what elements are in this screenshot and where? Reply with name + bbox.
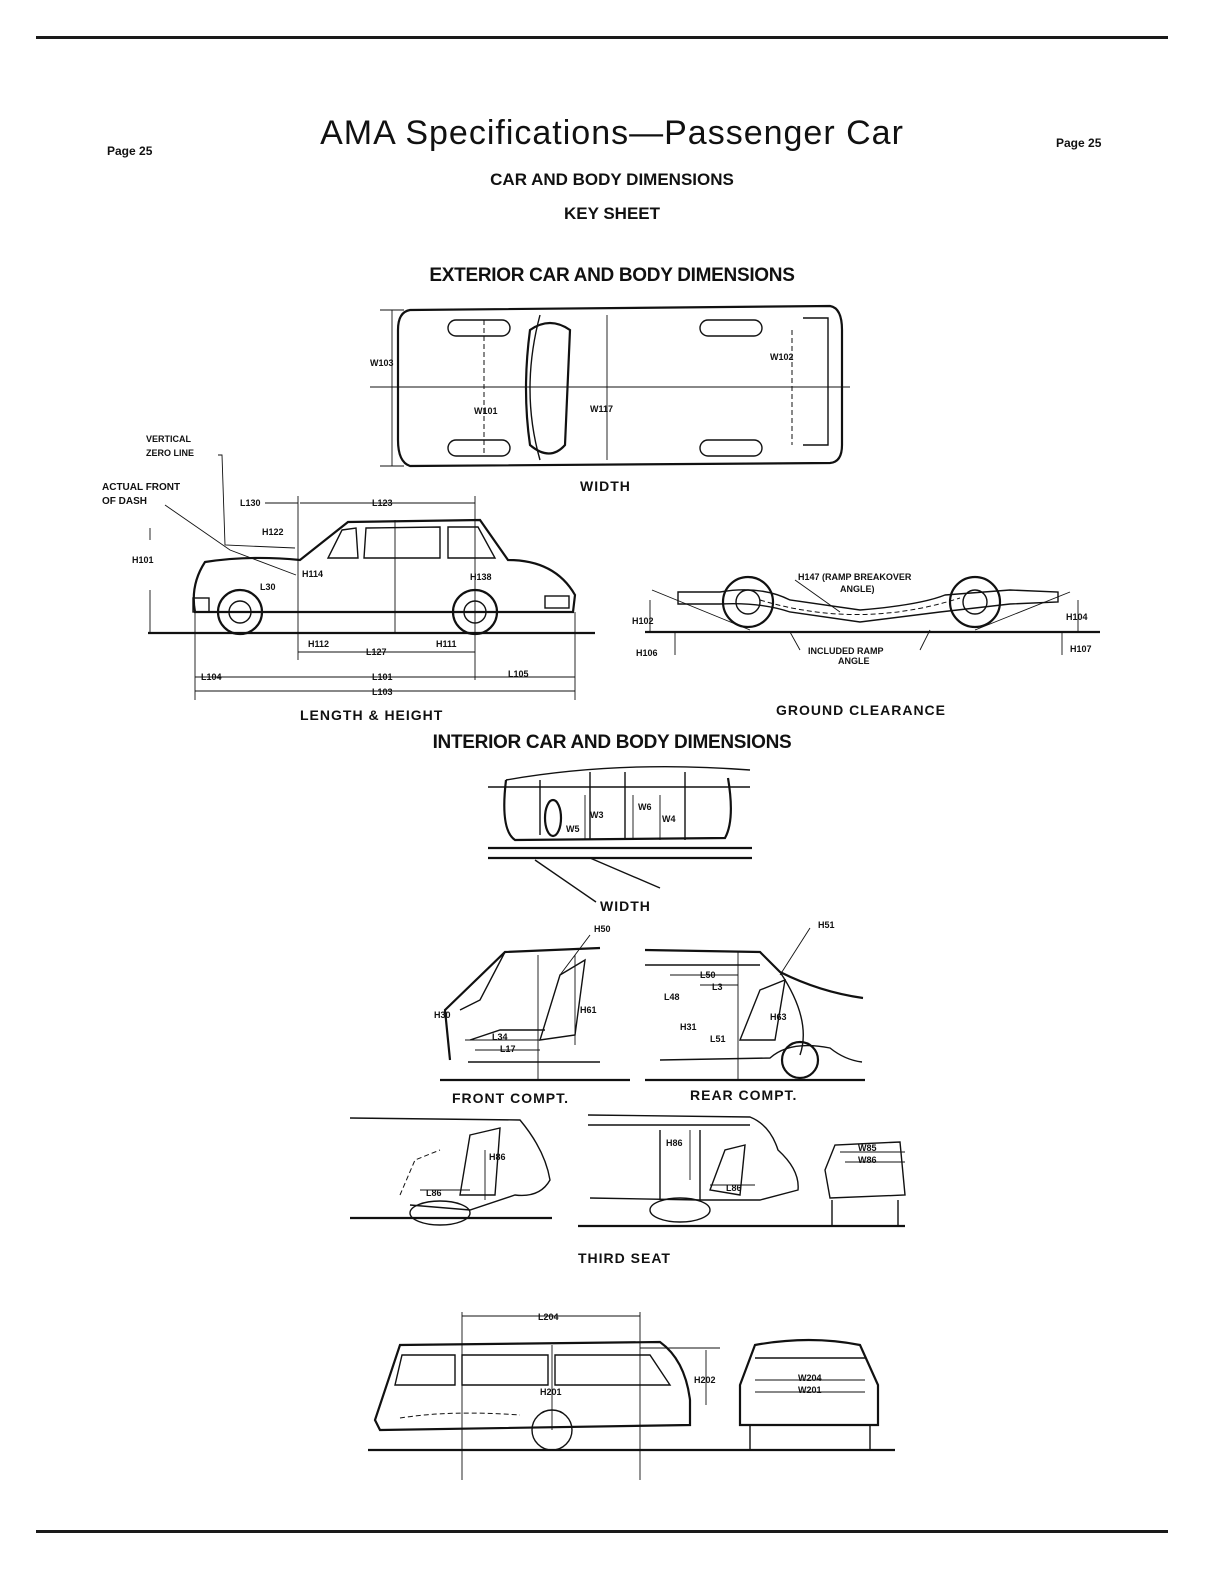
rear-compt-caption: REAR COMPT. <box>690 1087 798 1103</box>
label-w101: W101 <box>474 406 498 416</box>
label-l123: L123 <box>372 498 393 508</box>
label-h147-2: ANGLE) <box>840 584 875 594</box>
label-w117: W117 <box>590 404 613 414</box>
subtitle-key-sheet: KEY SHEET <box>563 204 661 223</box>
label-w204: W204 <box>798 1373 822 1383</box>
label-w103: W103 <box>370 358 394 368</box>
label-h138: H138 <box>470 572 492 582</box>
label-h122: H122 <box>262 527 284 537</box>
label-l17: L17 <box>500 1044 516 1054</box>
front-compartment-drawing <box>440 934 630 1082</box>
exterior-top-view-drawing <box>370 304 850 468</box>
label-w86: W86 <box>858 1155 877 1165</box>
label-ramp-1: INCLUDED RAMP <box>808 646 884 656</box>
interior-width-drawing <box>488 765 752 903</box>
label-ramp-2: ANGLE <box>838 656 870 666</box>
label-h106: H106 <box>636 648 658 658</box>
label-h61: H61 <box>580 1005 597 1015</box>
label-vertical-zero-1: VERTICAL <box>146 434 192 444</box>
ground-clearance-drawing <box>645 575 1100 655</box>
length-height-caption: LENGTH & HEIGHT <box>300 707 444 723</box>
label-vertical-zero-2: ZERO LINE <box>146 448 194 458</box>
bottom-rule <box>36 1530 1168 1533</box>
label-l127: L127 <box>366 647 387 657</box>
label-l48: L48 <box>664 992 680 1002</box>
label-l50: L50 <box>700 970 716 980</box>
label-l101: L101 <box>372 672 393 682</box>
label-h101: H101 <box>132 555 154 565</box>
label-h30: H30 <box>434 1010 451 1020</box>
label-w201: W201 <box>798 1385 822 1395</box>
front-compt-caption: FRONT COMPT. <box>452 1090 569 1106</box>
page-title: AMA Specifications—Passenger Car <box>320 114 904 152</box>
label-l86-a: L86 <box>426 1188 442 1198</box>
label-w6: W6 <box>638 802 652 812</box>
label-w3: W3 <box>590 810 604 820</box>
label-h111: H111 <box>436 639 457 649</box>
third-seat-drawing <box>349 1114 906 1228</box>
interior-width-caption: WIDTH <box>600 898 651 914</box>
label-h112: H112 <box>308 639 329 649</box>
label-l103: L103 <box>372 687 393 697</box>
label-h104: H104 <box>1066 612 1088 622</box>
label-h202: H202 <box>694 1375 716 1385</box>
exterior-side-view-drawing <box>148 454 595 700</box>
exterior-heading: EXTERIOR CAR AND BODY DIMENSIONS <box>429 265 795 286</box>
page-number-left: Page 25 <box>107 144 153 158</box>
label-h114: H114 <box>302 569 323 579</box>
label-h50: H50 <box>594 924 611 934</box>
label-l104: L104 <box>201 672 222 682</box>
label-l204: L204 <box>538 1312 559 1322</box>
top-rule <box>36 36 1168 39</box>
label-l34: L34 <box>492 1032 508 1042</box>
label-l130: L130 <box>240 498 261 508</box>
label-h102: H102 <box>632 616 654 626</box>
page-number-right: Page 25 <box>1056 136 1102 150</box>
interior-heading: INTERIOR CAR AND BODY DIMENSIONS <box>432 732 792 753</box>
subtitle-dimensions: CAR AND BODY DIMENSIONS <box>490 170 734 189</box>
label-l30: L30 <box>260 582 276 592</box>
label-w5: W5 <box>566 824 580 834</box>
label-l105: L105 <box>508 669 529 679</box>
label-h86-a: H86 <box>489 1152 506 1162</box>
wagon-cargo-drawing <box>368 1312 895 1480</box>
label-l51: L51 <box>710 1034 726 1044</box>
label-w4: W4 <box>662 814 676 824</box>
exterior-width-caption: WIDTH <box>580 478 631 494</box>
label-h31: H31 <box>680 1022 697 1032</box>
rear-compartment-drawing <box>644 927 865 1082</box>
label-h51: H51 <box>818 920 835 930</box>
third-seat-caption: THIRD SEAT <box>578 1250 671 1266</box>
label-l86-b: L86 <box>726 1183 742 1193</box>
label-w102: W102 <box>770 352 794 362</box>
label-h107: H107 <box>1070 644 1092 654</box>
label-h63: H63 <box>770 1012 787 1022</box>
label-w85: W85 <box>858 1143 877 1153</box>
label-actual-front-1: ACTUAL FRONT <box>102 482 180 493</box>
label-h147-1: H147 (RAMP BREAKOVER <box>798 572 912 582</box>
ground-clearance-caption: GROUND CLEARANCE <box>776 702 946 718</box>
label-h201: H201 <box>540 1387 562 1397</box>
label-l3: L3 <box>712 982 723 992</box>
label-actual-front-2: OF DASH <box>102 496 147 507</box>
label-h86-b: H86 <box>666 1138 683 1148</box>
